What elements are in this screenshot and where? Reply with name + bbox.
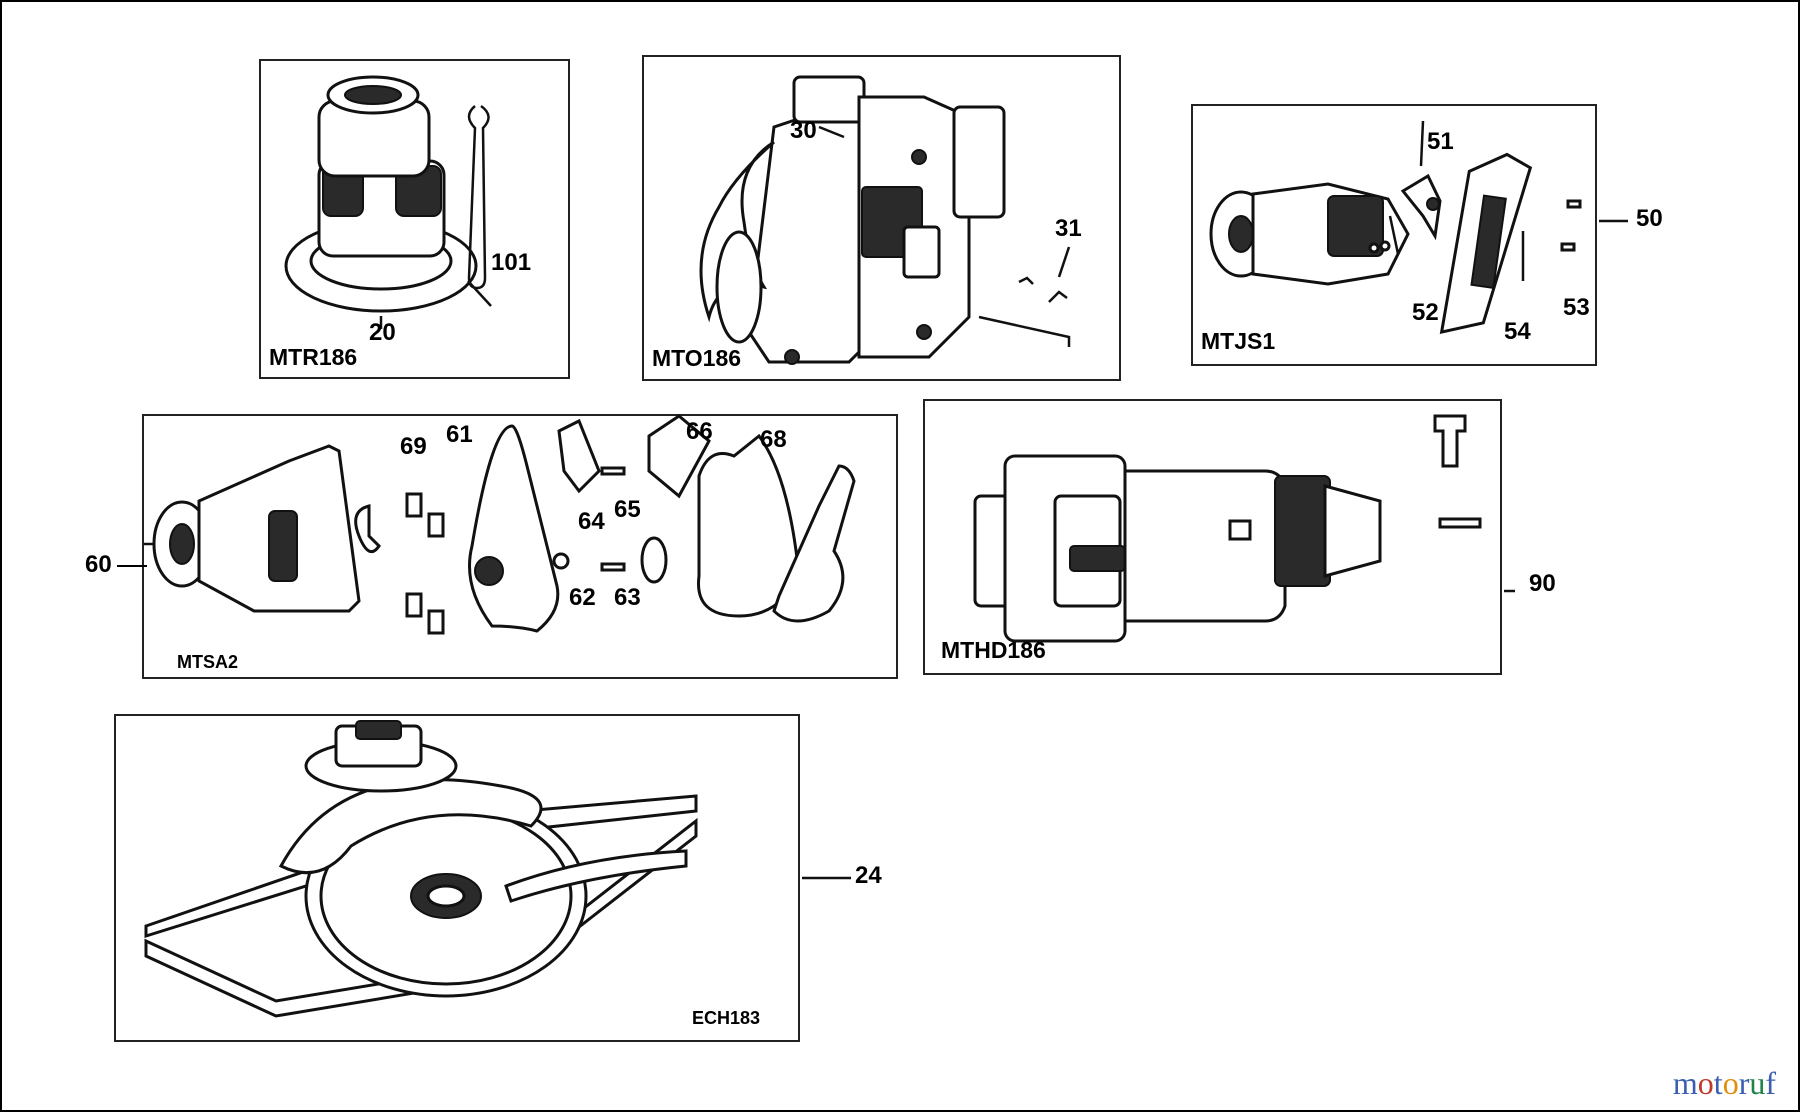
panel-mtsa2: 69 61 66 68 65 64 62 63 MTSA2: [142, 414, 898, 679]
router-attachment-drawing: [284, 75, 492, 329]
jigsaw-attachment-drawing: [1209, 120, 1628, 335]
model-label-ech183: ECH183: [692, 1008, 761, 1028]
callout-50: 50: [1636, 205, 1663, 232]
callout-20: 20: [369, 319, 396, 346]
callout-54: 54: [1504, 318, 1531, 345]
callout-101: 101: [491, 249, 532, 276]
circular-saw-attachment-drawing: [144, 720, 851, 1018]
callout-31: 31: [1055, 215, 1082, 242]
sander-attachment-drawing: [144, 414, 856, 635]
callout-90: 90: [1529, 570, 1556, 597]
callout-63: 63: [614, 584, 641, 611]
callout-68: 68: [760, 426, 787, 453]
callout-24: 24: [855, 862, 882, 889]
oscillating-tool-attachment-drawing: [699, 75, 1071, 365]
panel-mtjs1: 51 52 54 53 MTJS1: [1191, 104, 1628, 366]
panel-ech183: ECH183: [114, 714, 851, 1042]
model-label-mto186: MTO186: [652, 345, 742, 371]
model-label-mthd186: MTHD186: [941, 637, 1046, 663]
motoruf-watermark: motoruf: [1672, 1065, 1776, 1101]
panel-mtr186: 101 20 MTR186: [259, 59, 570, 379]
callout-61: 61: [446, 421, 473, 448]
model-label-mtjs1: MTJS1: [1201, 328, 1276, 354]
panel-mto186: 30 31 MTO186: [642, 55, 1121, 381]
callout-64: 64: [578, 508, 605, 535]
callout-69: 69: [400, 433, 427, 460]
callout-65: 65: [614, 496, 641, 523]
callout-52: 52: [1412, 299, 1439, 326]
model-label-mtr186: MTR186: [269, 344, 358, 370]
callout-30: 30: [790, 117, 817, 144]
callout-53: 53: [1563, 294, 1590, 321]
callout-60: 60: [85, 551, 112, 578]
callout-51: 51: [1427, 128, 1454, 155]
drill-attachment-drawing: [973, 414, 1515, 643]
panel-mthd186: MTHD186: [923, 399, 1515, 675]
callout-66: 66: [686, 418, 713, 445]
model-label-mtsa2: MTSA2: [177, 652, 239, 672]
callout-62: 62: [569, 584, 596, 611]
leader-60: [117, 565, 147, 567]
